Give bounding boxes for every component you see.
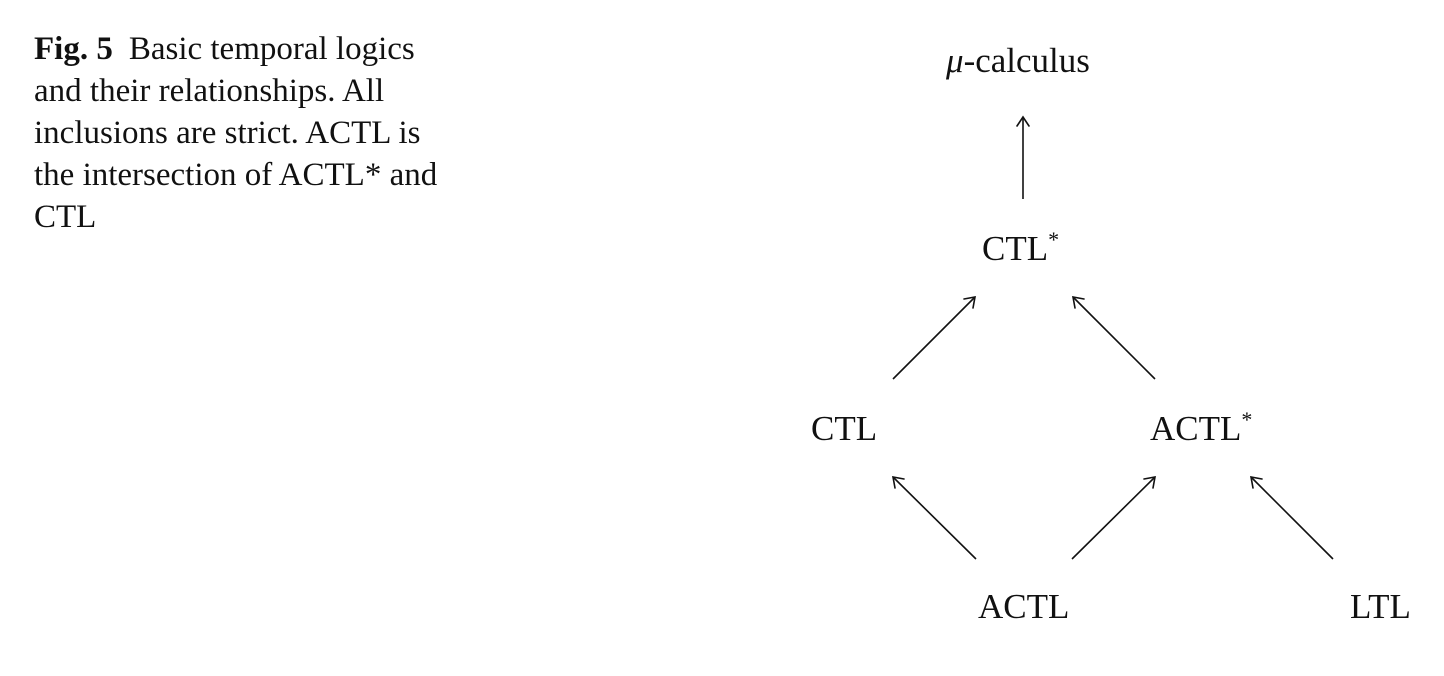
- mu-calculus-label: -calculus: [964, 41, 1090, 80]
- arrow-ctl-star-to-mu-calculus: [1016, 115, 1030, 199]
- figure-label: Fig. 5: [34, 31, 113, 67]
- ltl-label: LTL: [1350, 587, 1411, 626]
- arrow-actl-star-to-ctl-star: [1072, 296, 1156, 380]
- node-actl: ACTL: [978, 587, 1069, 626]
- node-ctl-star: CTL*: [982, 227, 1059, 268]
- node-actl-star: ACTL*: [1150, 407, 1252, 448]
- ctl-star-superscript: *: [1048, 227, 1059, 252]
- node-mu-calculus: μ-calculus: [945, 41, 1090, 80]
- node-ctl: CTL: [811, 409, 877, 448]
- actl-star-label: ACTL: [1150, 409, 1241, 448]
- figure-caption-text: Basic temporal logics and their relation…: [34, 31, 438, 235]
- ctl-label: CTL: [811, 409, 877, 448]
- arrow-actl-to-actl-star: [1071, 476, 1156, 560]
- node-ltl: LTL: [1350, 587, 1411, 626]
- arrow-actl-to-ctl: [892, 476, 977, 560]
- arrow-ltl-to-actl-star: [1250, 476, 1334, 560]
- actl-label: ACTL: [978, 587, 1069, 626]
- arrow-ctl-to-ctl-star: [892, 296, 976, 380]
- mu-symbol: μ: [945, 41, 964, 80]
- actl-star-superscript: *: [1241, 407, 1252, 432]
- ctl-star-label: CTL: [982, 229, 1048, 268]
